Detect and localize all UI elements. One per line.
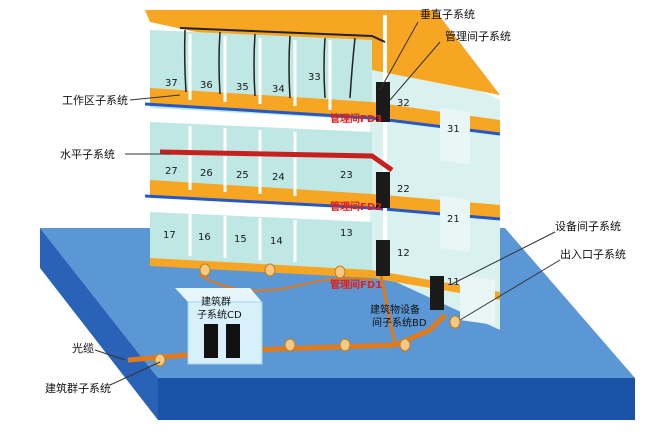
floor2-partitions [188, 126, 297, 196]
fd1-label: 管理间FD1 [330, 278, 382, 291]
equipment-room-subsystem-label: 管理间子系统 [445, 29, 511, 43]
fd1-cabinet [376, 240, 390, 276]
campus-cabinet-2 [226, 324, 240, 358]
bd-cabinet [430, 276, 444, 310]
room-label-17: 17 [163, 230, 176, 241]
room-label-26: 26 [200, 168, 213, 179]
floor2-side-room [440, 196, 470, 252]
underground-loop [199, 274, 373, 292]
fd2-cabinet [376, 172, 390, 208]
campus-subsystem-label: 建筑群子系统 [45, 381, 111, 395]
floor2-line [144, 194, 373, 210]
room-label-23: 23 [340, 170, 353, 181]
ground-edge [158, 378, 635, 420]
bd-label-line2: 间子系统BD [372, 316, 427, 329]
floor3-line-side [371, 116, 501, 136]
floor3-side-room [440, 108, 470, 165]
campus-cabinet-1 [204, 324, 218, 358]
room-label-11: 11 [447, 277, 460, 288]
room-label-32: 32 [397, 98, 410, 109]
callout-lines [94, 21, 561, 386]
room-label-37: 37 [165, 78, 178, 89]
equipment-subsystem-label: 设备间子系统 [555, 219, 621, 233]
floor2-slab [150, 180, 500, 218]
vertical-subsystem-label: 垂直子系统 [420, 7, 475, 21]
room-label-36: 36 [200, 80, 213, 91]
room-label-27: 27 [165, 166, 178, 177]
floor2-line-side [371, 206, 501, 221]
fiber-cable-label: 光缆 [72, 341, 94, 355]
ground-conduit-branch [378, 269, 397, 346]
floor1-partitions [188, 214, 297, 262]
room-label-34: 34 [272, 84, 285, 95]
room-number-labels: 37 36 35 34 33 32 31 27 26 25 24 23 22 21 17 16 15 14 13 12… [163, 72, 460, 288]
bd-label-line1: 建筑物设备 [370, 303, 420, 316]
campus-box [187, 301, 263, 365]
room-label-15: 15 [234, 234, 247, 245]
room-label-24: 24 [272, 172, 285, 183]
ground-side-edge [40, 228, 158, 420]
room-label-21: 21 [447, 214, 460, 225]
fd2-label: 管理间FD2 [330, 200, 382, 213]
room-label-33: 33 [308, 72, 321, 83]
campus-box-line2: 子系统CD [197, 308, 242, 321]
room-label-13: 13 [340, 228, 353, 239]
room-label-25: 25 [236, 170, 249, 181]
fd3-label: 管理间FD3 [330, 112, 382, 125]
floor1-side-room [460, 275, 495, 325]
room-label-35: 35 [236, 82, 249, 93]
room-label-12: 12 [397, 248, 410, 259]
room-label-22: 22 [397, 184, 410, 195]
room-label-16: 16 [198, 232, 211, 243]
room-label-31: 31 [447, 124, 460, 135]
floor3-partitions [188, 34, 332, 110]
ground-outlets [154, 263, 461, 367]
fd3-cabinet [376, 82, 390, 122]
floor2-horizontal-cable [159, 149, 394, 173]
entrance-subsystem-label: 出入口子系统 [560, 247, 626, 261]
campus-box-top [175, 288, 262, 302]
campus-box-line1: 建筑群 [201, 295, 231, 308]
floor3-horizontal-cable [179, 27, 386, 43]
floor3-line [144, 102, 373, 120]
floor1-slab [150, 258, 500, 300]
work-area-subsystem-label: 工作区子系统 [62, 94, 128, 107]
room-label-14: 14 [270, 236, 283, 247]
floor3-drops [183, 29, 356, 99]
horizontal-subsystem-label: 水平子系统 [60, 148, 115, 161]
